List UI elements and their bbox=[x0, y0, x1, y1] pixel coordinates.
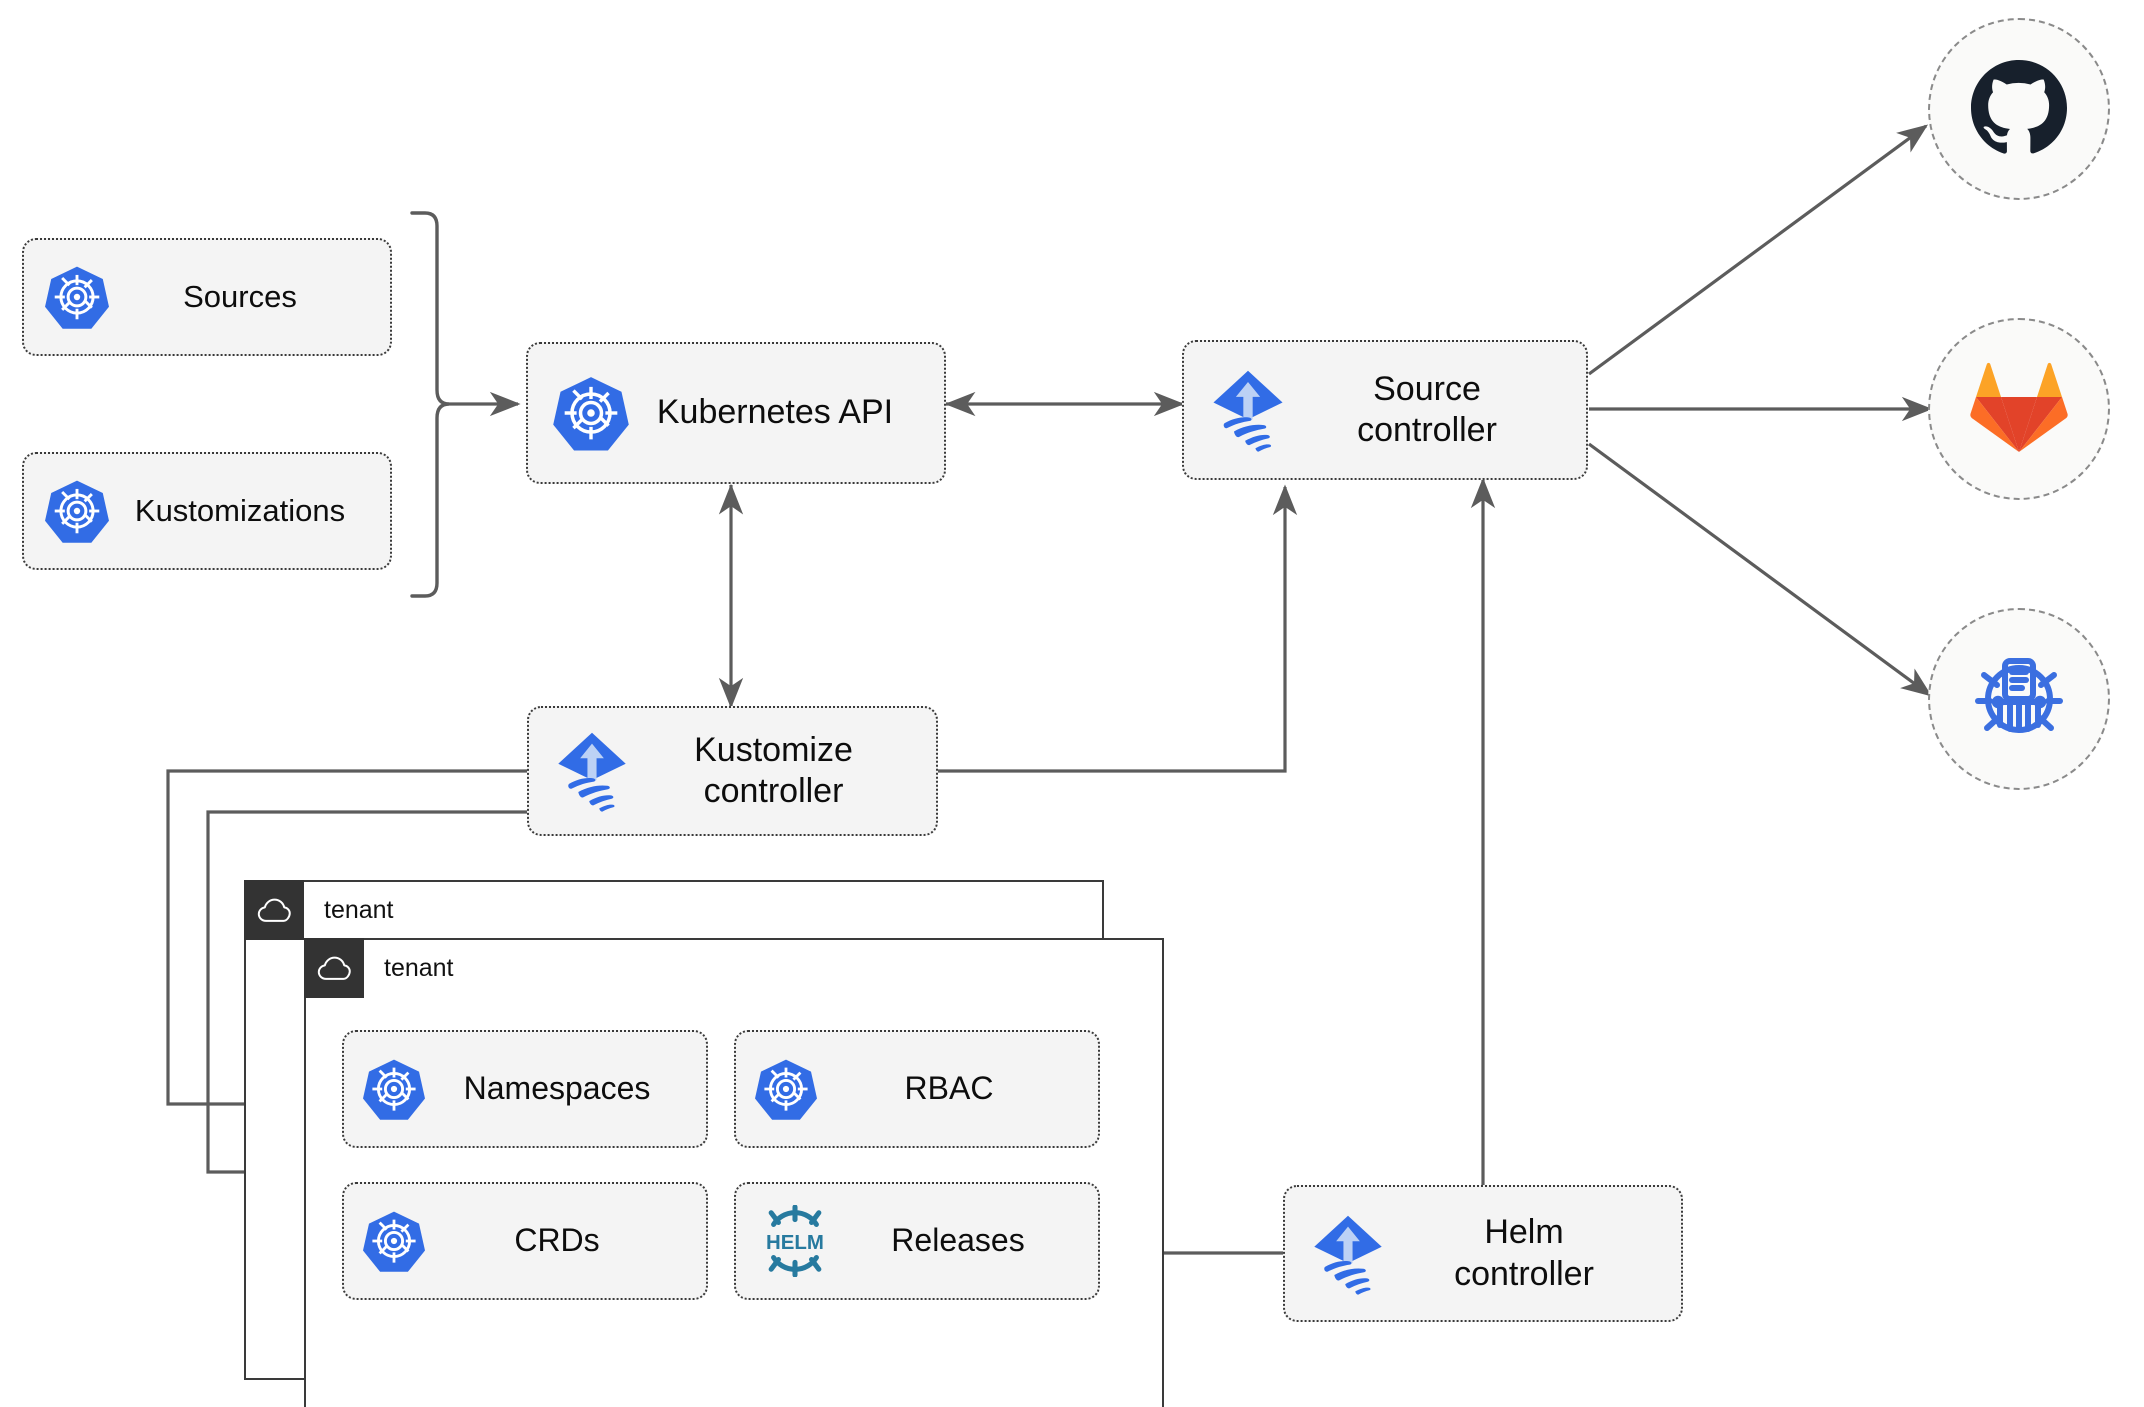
node-crds-label: CRDs bbox=[514, 1222, 600, 1259]
cloud-icon bbox=[304, 938, 364, 998]
wire-group-bracket bbox=[410, 211, 450, 598]
node-kubernetes-api-label: Kubernetes API bbox=[656, 393, 894, 432]
node-source-controller[interactable]: Source controller bbox=[1182, 340, 1588, 480]
kubernetes-icon bbox=[362, 1209, 426, 1273]
provider-helm-repository[interactable] bbox=[1928, 608, 2110, 790]
cloud-icon bbox=[244, 880, 304, 940]
flux-icon bbox=[1307, 1212, 1389, 1296]
kubernetes-icon bbox=[44, 264, 110, 330]
node-kustomizations[interactable]: Kustomizations bbox=[22, 452, 392, 570]
node-kustomize-controller-label: Kustomize controller bbox=[694, 730, 853, 810]
tenant-tabbar: tenant bbox=[244, 880, 394, 940]
helm-repository-icon bbox=[1967, 645, 2071, 754]
gitlab-icon bbox=[1969, 361, 2069, 458]
node-namespaces[interactable]: Namespaces bbox=[342, 1030, 708, 1148]
node-rbac-label: RBAC bbox=[904, 1070, 994, 1107]
node-kustomize-controller[interactable]: Kustomize controller bbox=[527, 706, 938, 836]
helm-icon: HELM bbox=[754, 1205, 836, 1277]
node-namespaces-label: Namespaces bbox=[463, 1070, 651, 1107]
tenant-label: tenant bbox=[384, 953, 454, 982]
node-sources-label: Sources bbox=[183, 279, 297, 315]
node-releases-label: Releases bbox=[891, 1222, 1025, 1259]
tenant-box-front[interactable]: tenant bbox=[304, 938, 1164, 1407]
node-sources[interactable]: Sources bbox=[22, 238, 392, 356]
kubernetes-icon bbox=[362, 1057, 426, 1121]
wire-kustomizectl-sourcectl bbox=[938, 484, 1298, 773]
kubernetes-icon bbox=[44, 478, 110, 544]
tenant-tabbar: tenant bbox=[304, 938, 454, 998]
github-icon bbox=[1971, 59, 2067, 160]
kubernetes-icon bbox=[754, 1057, 818, 1121]
node-rbac[interactable]: RBAC bbox=[734, 1030, 1100, 1148]
node-helm-controller-label: Helm controller bbox=[1454, 1213, 1594, 1293]
svg-text:HELM: HELM bbox=[766, 1232, 824, 1254]
node-kubernetes-api[interactable]: Kubernetes API bbox=[526, 342, 946, 484]
tenant-label: tenant bbox=[324, 895, 394, 924]
wire-sourcectl-helmrepo bbox=[1588, 442, 1933, 697]
flux-icon bbox=[1206, 367, 1290, 453]
kubernetes-icon bbox=[552, 374, 630, 452]
wire-sourcectl-github bbox=[1588, 124, 1929, 376]
provider-gitlab[interactable] bbox=[1928, 318, 2110, 500]
node-source-controller-label: Source controller bbox=[1357, 369, 1497, 449]
node-kustomizations-label: Kustomizations bbox=[134, 493, 346, 529]
provider-github[interactable] bbox=[1928, 18, 2110, 200]
node-crds[interactable]: CRDs bbox=[342, 1182, 708, 1300]
node-helm-controller[interactable]: Helm controller bbox=[1283, 1185, 1683, 1322]
node-releases[interactable]: HELM Releases bbox=[734, 1182, 1100, 1300]
flux-icon bbox=[551, 729, 633, 813]
